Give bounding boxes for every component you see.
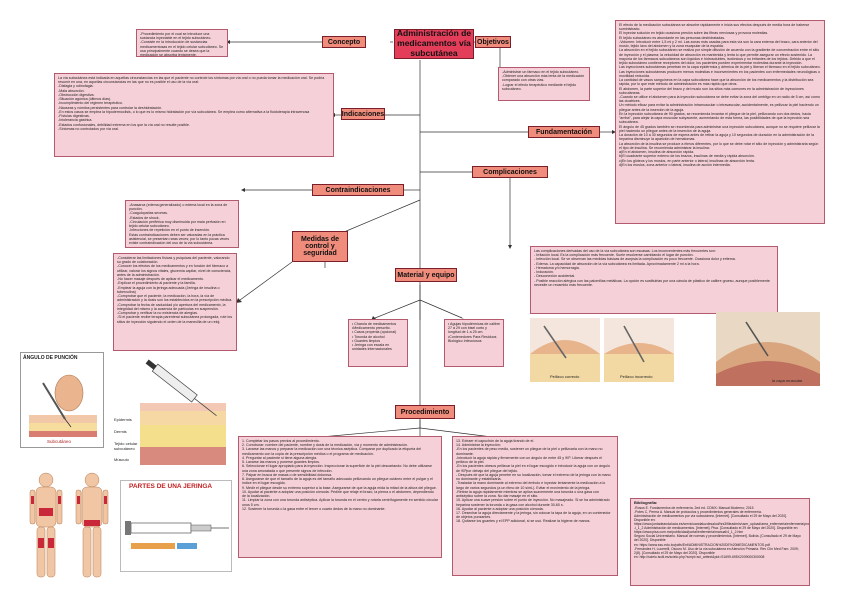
material-list-2: • Agujas hipodérmicas de calibre 27 a 29… [444,319,504,367]
bibliografia: Bibliografía: -Rosos E. Fundamentos de e… [630,498,810,586]
bib-entry: en: https://www.ssu.edu.bo/pdfs/Enf/ADMI… [634,542,770,547]
pellizco-label: Pellizco correcto [550,374,580,379]
capa-label: la capa muscular [772,378,803,383]
layer-label: Músculo [114,457,129,462]
central-title: Administración de medicamentos vía subcu… [394,28,474,59]
capa-muscular-photo: la capa muscular [716,312,820,386]
bib-entry: Administración de medicamentos por vía s… [634,513,788,518]
node-fundamentacion: Fundamentación [528,126,600,138]
body-injection-sites-illustration [22,470,116,582]
bib-entry: -Rosos E. Fundamentos de enfermería. 2ed… [634,505,754,510]
objetivos-text: -Administrar un fármaco en el tejido sub… [498,67,590,101]
node-material: Material y equipo [395,268,457,282]
bib-entry: en: http://scielo.isciii.es/scielo.php?s… [634,554,765,559]
pellizco-incorrecto-photo: Pellizco incorrecto [604,318,674,382]
node-procedimiento: Procedimiento [395,405,455,419]
layer-label: Dermis [114,429,127,434]
bibliografia-title: Bibliografía: [634,500,658,505]
bib-entry: -Potes C, Perma A. Manual de protocolos … [634,509,762,514]
complicaciones-text: Las complicaciones derivadas del uso de … [530,246,778,314]
node-objetivos: Objetivos [475,36,511,48]
angulo-puncion-illustration: ÁNGULO DE PUNCIÓN Subcutáneo [20,352,104,448]
layer-label: Epidermis [114,417,132,422]
node-contraindicaciones: Contraindicaciones [312,184,404,196]
node-indicaciones: Indicaciones [341,108,385,120]
bib-entry: Seguro Social Universitario. Manual de n… [634,534,801,543]
material-list-1: • Charola de medicamentos •Medicamento p… [348,319,408,367]
procedimiento-text-2: 13. Extraer el capuchón de la aguja tira… [452,436,618,576]
jeringa-title: PARTES DE UNA JERINGA [129,483,213,490]
concepto-text: -Procedimiento por el cual se introduce … [136,29,228,57]
partes-jeringa-illustration: PARTES DE UNA JERINGA [120,480,232,572]
contraindicaciones-text: -Anasarca (edema generalizado) o edema l… [125,200,239,248]
pellizco-label: Pellizco incorrecto [620,374,653,379]
pellizco-correcto-photo: Pellizco correcto [530,318,600,382]
angulo-title: ÁNGULO DE PUNCIÓN [23,355,78,361]
procedimiento-text-1: 1. Completar los pasos previos al proced… [238,436,442,558]
layer-label: Tejido celular subcutáneo [114,441,138,451]
angulo-caption: Subcutáneo [47,439,72,444]
indicaciones-text: La vía subcutánea está indicada en aquel… [54,73,334,157]
fundamentacion-text: El efecto de la medicación subcutánea se… [615,20,825,224]
syringe-skin-illustration: Epidermis Dermis Tejido celular subcután… [112,355,228,467]
node-concepto: Concepto [322,36,366,48]
medidas-text: -Considerar las limitaciones físicas y p… [113,253,237,351]
bib-entry: Disponible en: https://www.juntadeandalu… [634,518,810,527]
node-medidas: Medidas de control y seguridad [292,231,348,262]
bib-entry: -i_1_2 Administración de medicamentos. [… [634,526,799,535]
node-complicaciones: Complicaciones [472,166,548,178]
bib-entry: -Fernández H, Lucerelli, Oscuro M. Uso d… [634,546,799,555]
